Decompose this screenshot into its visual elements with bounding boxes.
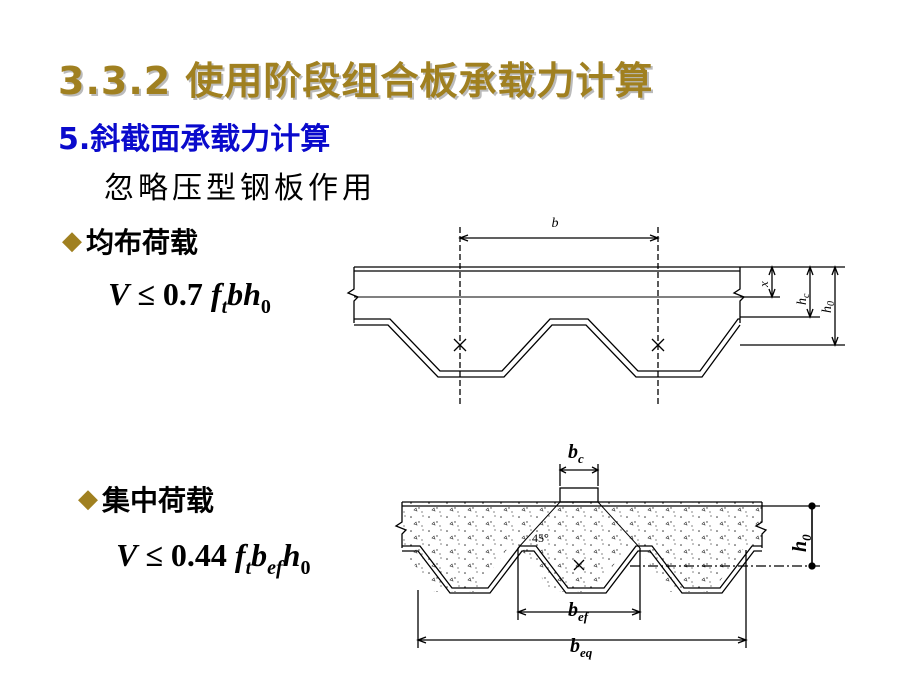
formula-coef: 0.44 [170, 537, 227, 573]
formula-op: ≤ [137, 276, 155, 312]
dim-h0-label: h0 [789, 534, 814, 552]
formula-concentrated-load: V ≤ 0.44 ftbefh0 [116, 537, 310, 580]
assumption-note: 忽略压型钢板作用 [104, 171, 376, 206]
formula-f-sub: t [245, 557, 252, 579]
formula-uniform-load: V ≤ 0.7 ftbh0 [108, 276, 271, 319]
diamond-bullet-icon: ◆ [62, 226, 82, 256]
dim-h0-label: h0 [820, 301, 837, 313]
formula-f: f [234, 537, 246, 573]
slide-title: 3.3.2 使用阶段组合板承载力计算 [58, 59, 654, 103]
formula-h: h [243, 276, 261, 312]
formula-b: b [251, 537, 268, 573]
formula-h: h [282, 537, 301, 573]
bullet-label: 均布荷载 [86, 226, 199, 259]
bullet-concentrated-load: ◆ 集中荷载 [78, 479, 214, 519]
bullet-label: 集中荷载 [102, 484, 215, 517]
figure-concentrated-load-section: bc 45° h0 bef beq [394, 441, 820, 660]
bullet-uniform-load: ◆ 均布荷载 [62, 221, 198, 261]
diamond-bullet-icon: ◆ [78, 484, 98, 514]
formula-h-sub: 0 [260, 296, 271, 318]
formula-f: f [210, 276, 222, 312]
dim-beq-label: beq [570, 635, 593, 660]
formula-b: b [227, 276, 244, 312]
formula-coef: 0.7 [162, 276, 203, 312]
dim-b-label: b [552, 216, 559, 231]
formula-op: ≤ [145, 537, 163, 573]
dim-x-label: x [756, 281, 771, 288]
angle-45-label: 45° [532, 531, 549, 545]
formula-lhs: V [108, 276, 130, 312]
formula-f-sub: t [221, 296, 228, 318]
formula-h-sub: 0 [300, 557, 311, 579]
dim-bc-label: bc [568, 441, 584, 466]
dim-hc-label: hc [795, 293, 812, 305]
formula-b-sub: ef [267, 557, 283, 579]
section-subtitle: 5.斜截面承载力计算 [58, 122, 331, 157]
formula-lhs: V [116, 537, 138, 573]
figure-uniform-load-section: b x hc h0 [346, 216, 845, 405]
dim-bef-label: bef [568, 599, 590, 624]
